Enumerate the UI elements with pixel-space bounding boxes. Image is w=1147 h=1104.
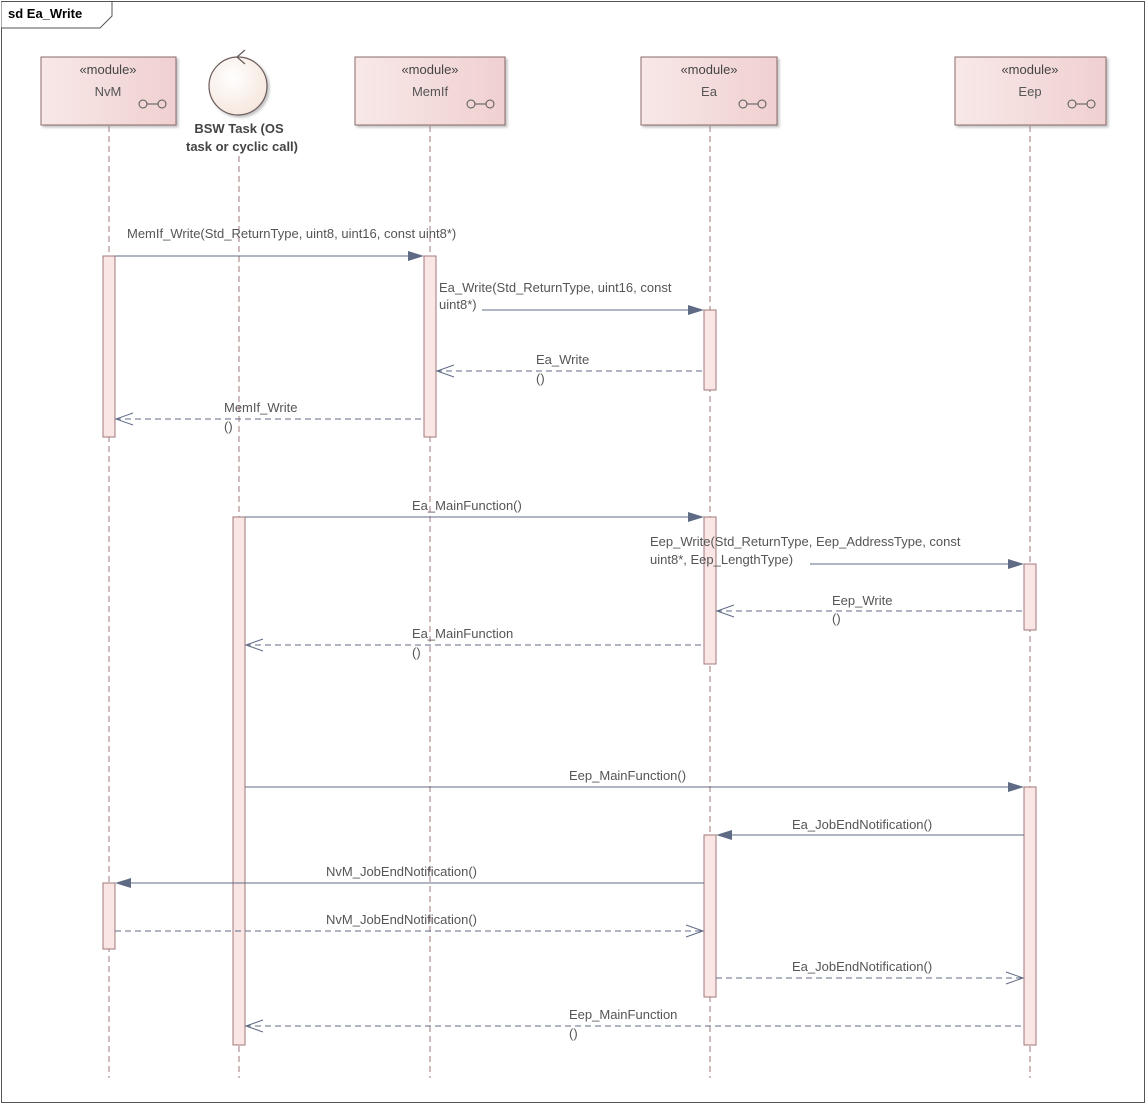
- message-memif-write: MemIf_Write(Std_ReturnType, uint8, uint1…: [115, 226, 456, 261]
- message-eep-write-return: Eep_Write (): [715, 593, 1024, 626]
- message-label: uint8*): [439, 297, 477, 312]
- message-eep-mainfunction: Eep_MainFunction(): [245, 768, 1024, 792]
- message-ea-write-return: Ea_Write (): [435, 352, 704, 386]
- message-label: uint8*, Eep_LengthType): [650, 552, 793, 567]
- message-label: NvM_JobEndNotification(): [326, 912, 477, 927]
- participant-memif-stereotype: «module»: [401, 62, 458, 77]
- participant-memif: [354, 56, 506, 126]
- message-ea-jobendnotification: Ea_JobEndNotification(): [716, 817, 1024, 840]
- activation-ea: [703, 834, 717, 998]
- activation-eep: [1023, 786, 1037, 1046]
- message-label: (): [224, 419, 233, 434]
- message-memif-write-return: MemIf_Write (): [114, 400, 424, 434]
- participant-ea-name: Ea: [701, 84, 718, 99]
- message-label: (): [536, 371, 545, 386]
- activation-bars: [102, 255, 1037, 1046]
- participant-eep: [954, 56, 1107, 126]
- activation-nvm: [102, 882, 116, 950]
- message-label: NvM_JobEndNotification(): [326, 864, 477, 879]
- activation-memif: [423, 255, 437, 438]
- module-component-icon: [1067, 99, 1096, 109]
- message-label: Ea_MainFunction(): [412, 498, 522, 513]
- message-label: (): [569, 1026, 578, 1041]
- activation-nvm: [102, 255, 116, 438]
- participant-nvm-stereotype: «module»: [79, 62, 136, 77]
- participant-nvm: [40, 56, 177, 126]
- participant-eep-name: Eep: [1018, 84, 1041, 99]
- messages: MemIf_Write(Std_ReturnType, uint8, uint1…: [114, 226, 1025, 1041]
- message-label: Ea_JobEndNotification(): [792, 959, 932, 974]
- message-label: Ea_Write: [536, 352, 589, 367]
- participant-bsw-name-line-1: BSW Task (OS: [194, 121, 284, 136]
- message-label: MemIf_Write: [224, 400, 297, 415]
- message-label: MemIf_Write(Std_ReturnType, uint8, uint1…: [127, 226, 456, 241]
- message-label: Eep_MainFunction: [569, 1007, 677, 1022]
- message-ea-jobendnotification-return: Ea_JobEndNotification(): [716, 959, 1025, 985]
- message-eep-mainfunction-return: Eep_MainFunction (): [244, 1007, 1024, 1041]
- module-component-icon: [138, 99, 167, 109]
- message-label: Ea_MainFunction: [412, 626, 513, 641]
- message-nvm-jobendnotification: NvM_JobEndNotification(): [115, 864, 704, 888]
- activation-eep: [1023, 563, 1037, 631]
- message-nvm-jobendnotification-return: NvM_JobEndNotification(): [115, 912, 705, 938]
- message-label: (): [832, 611, 841, 626]
- message-label: (): [412, 645, 421, 660]
- frame-title: sd Ea_Write: [8, 6, 82, 21]
- participant-bsw-task: [208, 49, 268, 116]
- message-ea-mainfunction: Ea_MainFunction(): [245, 498, 704, 522]
- activation-ea: [703, 516, 717, 665]
- message-label: Eep_Write(Std_ReturnType, Eep_AddressTyp…: [650, 534, 961, 549]
- module-component-icon: [738, 99, 767, 109]
- participant-bsw-name-line-2: task or cyclic call): [186, 139, 298, 154]
- control-icon: [208, 56, 268, 116]
- message-ea-write: Ea_Write(Std_ReturnType, uint16, const u…: [439, 280, 704, 315]
- participant-eep-stereotype: «module»: [1001, 62, 1058, 77]
- participant-ea: [640, 56, 778, 126]
- message-ea-mainfunction-return: Ea_MainFunction (): [244, 626, 704, 660]
- message-eep-write: Eep_Write(Std_ReturnType, Eep_AddressTyp…: [650, 534, 1024, 569]
- message-label: Ea_JobEndNotification(): [792, 817, 932, 832]
- message-label: Eep_MainFunction(): [569, 768, 686, 783]
- activation-ea: [703, 309, 717, 391]
- participant-nvm-name: NvM: [95, 84, 122, 99]
- message-label: Ea_Write(Std_ReturnType, uint16, const: [439, 280, 672, 295]
- activation-bsw-task: [232, 516, 246, 1046]
- message-label: Eep_Write: [832, 593, 892, 608]
- participant-memif-name: MemIf: [412, 84, 449, 99]
- module-component-icon: [466, 99, 495, 109]
- participant-ea-stereotype: «module»: [680, 62, 737, 77]
